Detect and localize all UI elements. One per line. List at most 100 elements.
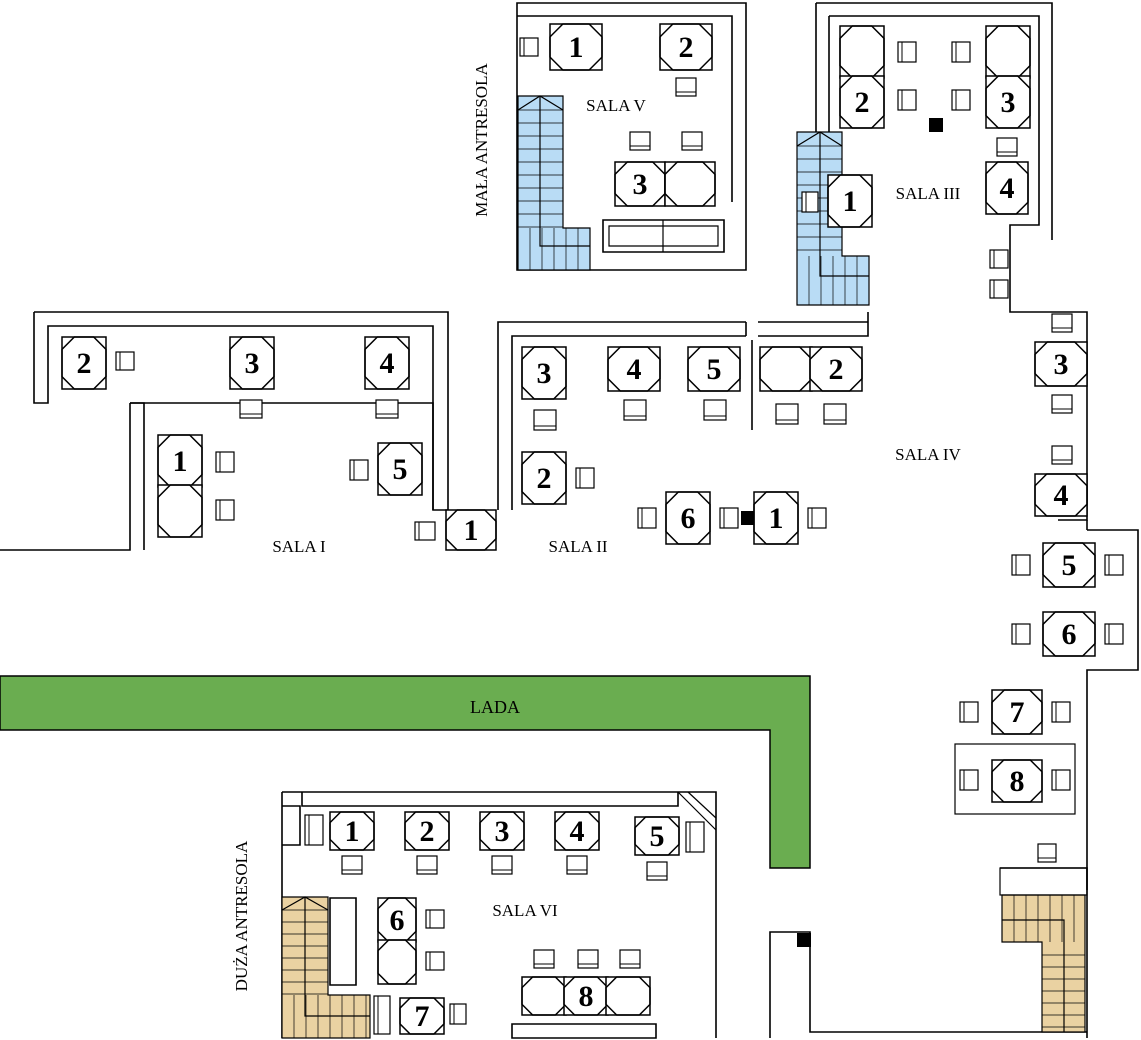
- chair-seat: [1051, 394, 1073, 414]
- table-sala-iv-1[interactable]: 1: [753, 491, 799, 545]
- table-octagon: [839, 75, 885, 129]
- chair-seat: [1104, 554, 1124, 576]
- table-sala-ii-2[interactable]: 2: [521, 451, 567, 505]
- chair: [951, 41, 971, 63]
- chair: [775, 403, 799, 425]
- chair-seat: [1011, 554, 1031, 576]
- table-sala-iii-3a[interactable]: [985, 25, 1031, 79]
- table-sala-i-5[interactable]: 5: [377, 442, 423, 496]
- chair: [533, 409, 557, 431]
- table-number: 4: [380, 347, 395, 380]
- table-sala-vi-5[interactable]: 5: [634, 816, 680, 856]
- chair: [375, 399, 399, 419]
- table-number: 2: [420, 815, 435, 848]
- chair-seat: [349, 459, 369, 481]
- chair: [1011, 623, 1031, 645]
- chair-seat: [703, 399, 727, 421]
- table-sala-iv-2[interactable]: 2: [809, 346, 863, 392]
- table-sala-v-2[interactable]: 2: [659, 23, 713, 71]
- table-sala-iii-4[interactable]: 4: [985, 161, 1029, 215]
- chair-seat: [533, 949, 555, 969]
- table-sala-i-3[interactable]: 3: [229, 336, 275, 390]
- table-sala-iv-3[interactable]: 3: [1034, 341, 1088, 387]
- chair: [685, 821, 705, 853]
- table-number: 2: [829, 353, 844, 386]
- sala-vi-corner: [677, 791, 717, 831]
- table-sala-v-3b[interactable]: [664, 161, 716, 207]
- table-sala-i-2[interactable]: 2: [61, 336, 107, 390]
- table-sala-vi-7[interactable]: 7: [399, 997, 445, 1035]
- table-frame: [377, 939, 417, 985]
- table-sala-vi-8[interactable]: 8: [563, 976, 609, 1016]
- sala-v-wall-outer: [516, 2, 747, 271]
- table-octagon: [479, 811, 525, 851]
- table-sala-ii-6[interactable]: 6: [665, 491, 711, 545]
- chair: [215, 451, 235, 473]
- table-sala-i-1[interactable]: 1: [157, 434, 203, 488]
- table-frame: [839, 25, 885, 79]
- table-sala-iii-1[interactable]: 1: [827, 174, 873, 228]
- table-sala-iv-5[interactable]: 5: [1042, 542, 1096, 588]
- table-sala-i-4[interactable]: 4: [364, 336, 410, 390]
- table-number: 4: [1000, 172, 1015, 205]
- sala-iii-label: SALA III: [896, 184, 961, 203]
- table-sala-ii-1[interactable]: 1: [445, 509, 497, 551]
- table-octagon: [607, 346, 661, 392]
- chair-seat: [807, 507, 827, 529]
- stair-arrow-2: [796, 131, 869, 277]
- table-sala-vi-1[interactable]: 1: [329, 811, 375, 851]
- table-sala-iii-2[interactable]: 2: [839, 75, 885, 129]
- sala-vi-corner-inner: [687, 791, 717, 819]
- table-sala-iv-8[interactable]: 8: [991, 759, 1043, 803]
- chair-seat: [115, 351, 135, 371]
- chair-seat: [637, 507, 657, 529]
- table-octagon: [399, 997, 445, 1035]
- table-octagon: [991, 689, 1043, 735]
- table-sala-iv-4[interactable]: 4: [1034, 473, 1088, 517]
- table-frame: [229, 336, 275, 390]
- chair: [623, 399, 647, 421]
- table-octagon: [229, 336, 275, 390]
- chair-seat: [341, 855, 363, 875]
- table-sala-iii-3[interactable]: 3: [985, 75, 1031, 129]
- chair-seat: [719, 507, 739, 529]
- table-sala-i-1b[interactable]: [157, 484, 203, 538]
- chair: [239, 399, 263, 419]
- table-sala-vi-8b[interactable]: [605, 976, 651, 1016]
- chair-seat: [989, 279, 1009, 299]
- chair-seat: [775, 403, 799, 425]
- mala-antresola-label: MAŁA ANTRESOLA: [472, 63, 491, 217]
- stair-arrow-3: [281, 896, 370, 1017]
- table-sala-ii-3[interactable]: 3: [521, 346, 567, 400]
- table-sala-iv-2b[interactable]: [759, 346, 813, 392]
- chair-seat: [1037, 843, 1057, 863]
- chair-seat: [519, 37, 539, 57]
- stairs-right: [1001, 894, 1086, 1033]
- chair-seat: [304, 814, 324, 846]
- table-sala-ii-4[interactable]: 4: [607, 346, 661, 392]
- chair: [989, 279, 1009, 299]
- chair: [304, 814, 324, 846]
- table-octagon: [614, 161, 666, 207]
- table-sala-vi-2[interactable]: 2: [404, 811, 450, 851]
- table-sala-vi-8a[interactable]: [521, 976, 567, 1016]
- chair: [959, 701, 979, 723]
- chair: [959, 769, 979, 791]
- table-sala-vi-3[interactable]: 3: [479, 811, 525, 851]
- table-sala-iii-2a[interactable]: [839, 25, 885, 79]
- table-sala-iv-7[interactable]: 7: [991, 689, 1043, 735]
- table-sala-v-1[interactable]: 1: [549, 23, 603, 71]
- chair: [373, 995, 391, 1035]
- chair: [414, 521, 436, 541]
- table-sala-vi-6[interactable]: 6: [377, 897, 417, 943]
- table-octagon: [521, 976, 567, 1016]
- table-sala-vi-4[interactable]: 4: [554, 811, 600, 851]
- table-sala-iv-6[interactable]: 6: [1042, 611, 1096, 657]
- stair-arrow-4: [1002, 919, 1065, 1032]
- lada-counter: [0, 675, 811, 869]
- table-frame: [809, 346, 863, 392]
- table-sala-ii-5[interactable]: 5: [687, 346, 741, 392]
- table-sala-vi-6b[interactable]: [377, 939, 417, 985]
- stair-arrow-1: [517, 95, 590, 247]
- table-sala-v-3[interactable]: 3: [614, 161, 666, 207]
